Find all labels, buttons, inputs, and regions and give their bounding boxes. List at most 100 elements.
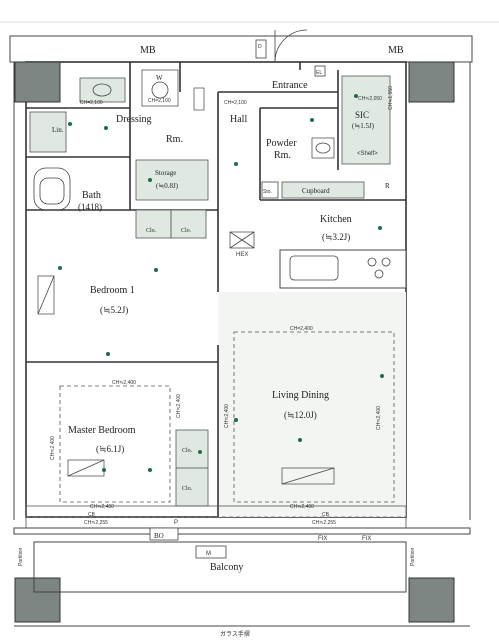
sic-height: CH≒2,050 (358, 96, 382, 102)
bedroom1-window-diag (37, 275, 55, 315)
balcony-label: Balcony (210, 562, 243, 573)
column-top-left (14, 61, 61, 103)
kitchen-size: (≒3.2J) (322, 232, 350, 242)
sic-size: (≒1.5J) (352, 122, 375, 130)
master-height-top: CH≒2,400 (112, 380, 136, 386)
sill-height-2: CH≒2,400 (290, 504, 314, 510)
master-ceiling-outline (59, 385, 171, 503)
bedroom1-size: (≒5.2J) (100, 305, 128, 315)
burner-2 (381, 257, 391, 267)
clo-label-2: Clo. (181, 228, 192, 234)
toilet (311, 137, 335, 159)
balcony-unit (195, 545, 227, 559)
living-ceiling-outline (233, 331, 395, 503)
mb-label-right: MB (388, 45, 404, 56)
dressing-height: CH=2,100 (80, 100, 103, 106)
master-size: (≒6.1J) (96, 444, 124, 454)
master-height-right: CH≒2,400 (176, 394, 182, 418)
master-label: Master Bedroom (68, 425, 136, 436)
column-bottom-right (408, 577, 455, 623)
entrance-door-arc (274, 29, 308, 63)
el-mark: EL (316, 70, 322, 76)
linen-closet (29, 111, 67, 153)
bathtub-inner (39, 177, 65, 205)
cupboard (281, 181, 365, 199)
cb-mark-2: CB (322, 512, 330, 518)
glass-rail-label: ガラス手摺 (220, 630, 250, 638)
fix-label-2: FIX (362, 536, 371, 542)
washer-height: CH=2,100 (148, 98, 171, 104)
lin-label: Lin. (52, 126, 64, 134)
vanity-sink (92, 83, 112, 97)
toilet-bowl (315, 142, 331, 154)
master-clo-1: Clo. (182, 448, 193, 454)
living-height-left: CH≒2,400 (224, 404, 230, 428)
burner-1 (367, 257, 377, 267)
burner-3 (374, 269, 384, 279)
hex-label: HEX (236, 252, 248, 258)
el-box (314, 65, 326, 77)
interior-walls (26, 62, 406, 517)
living-tint (218, 292, 406, 517)
storage (135, 159, 209, 201)
bo-label: BO (154, 532, 164, 540)
master-floor-unit-diag (67, 459, 105, 477)
balcony-outline (33, 541, 407, 593)
sic-label: SIC (355, 110, 369, 120)
sto-box (261, 181, 279, 199)
bedroom1-window-unit (37, 275, 55, 315)
r-label: R (385, 182, 390, 190)
powder-rm-label: Rm. (274, 150, 291, 161)
sill-height-4: CH≒2,255 (312, 520, 336, 526)
mb-label-left: MB (140, 45, 156, 56)
hex-box (229, 231, 255, 249)
living-floor-unit (281, 467, 335, 485)
washer-drum (151, 81, 169, 99)
sto-label: Sto. (263, 189, 272, 195)
bo-box (149, 527, 179, 541)
cb-mark-1: CB (88, 512, 96, 518)
rm-label: Rm. (166, 134, 183, 145)
meter-box (255, 39, 267, 59)
kitchen-label: Kitchen (320, 214, 352, 225)
cupboard-label: Cupboard (302, 187, 330, 195)
dressing-label: Dressing (116, 114, 152, 125)
living-size: (≒12.0J) (284, 410, 317, 420)
storage-size: (≒0.8J) (156, 182, 179, 190)
sill-height-3: CH≒2,255 (84, 520, 108, 526)
master-clo-2: Clo. (182, 486, 193, 492)
hex-x-2 (229, 231, 255, 249)
kitchen-sink (289, 255, 339, 281)
p-mark: P (174, 520, 178, 526)
column-bottom-left (14, 577, 61, 623)
bath-size: (1418) (78, 202, 102, 212)
fixture-dots (58, 94, 384, 472)
partition-left: Partition (18, 547, 24, 566)
washer-label: W (156, 74, 163, 82)
living-label: Living Dining (272, 390, 329, 401)
sic-height-2: CH≒1,550 (388, 86, 394, 110)
living-floor-unit-diag (281, 467, 335, 485)
partition-right: Partition (410, 547, 416, 566)
living-height-top: CH=2,400 (290, 326, 313, 332)
lin-small (193, 87, 205, 111)
clo-label-1: Clo. (146, 228, 157, 234)
sill-height-1: CH≒2,400 (90, 504, 114, 510)
sic-shelf (341, 75, 391, 165)
storage-label: Storage (155, 169, 176, 177)
entrance-label: Entrance (272, 80, 308, 91)
bathtub (33, 167, 71, 211)
shelf-label: <Shelf> (357, 151, 378, 157)
d-mark: D (258, 44, 262, 50)
hall-height: CH=2,100 (224, 100, 247, 106)
exterior-band (13, 527, 471, 535)
living-height-right: CH≒2,400 (376, 406, 382, 430)
hall-label: Hall (230, 114, 247, 125)
master-height-left: CH≒2,400 (50, 436, 56, 460)
balcony-m: M (206, 551, 211, 557)
bath-label: Bath (82, 190, 101, 201)
fix-label-1: FIX (318, 536, 327, 542)
bedroom1-label: Bedroom 1 (90, 285, 135, 296)
washer (141, 69, 179, 107)
